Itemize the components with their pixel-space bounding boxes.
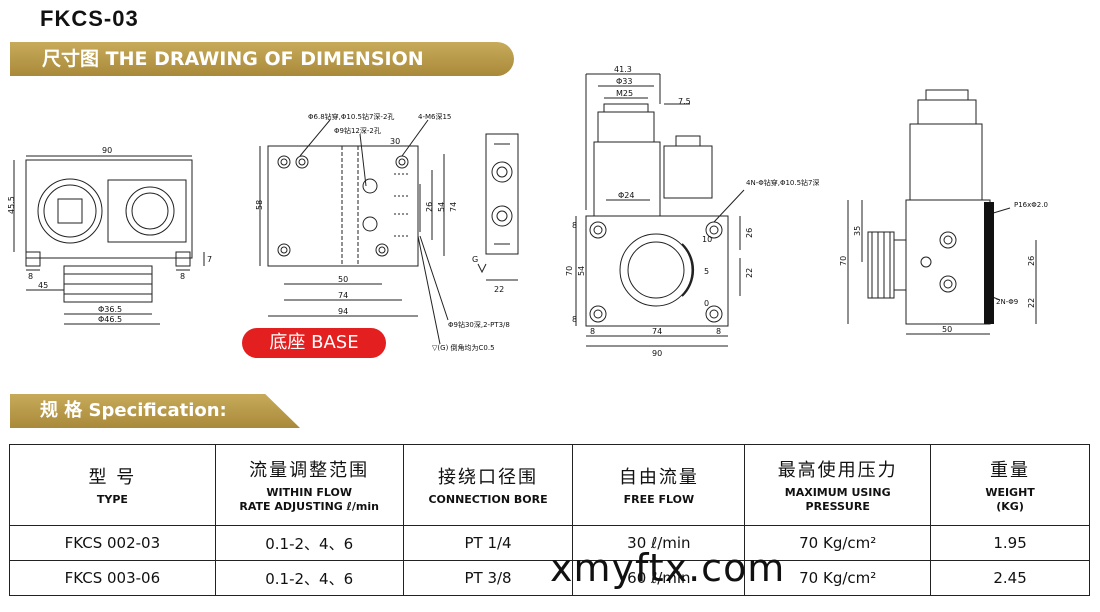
side-small-drawing — [477, 133, 519, 281]
valve-scale-0: 0 — [704, 299, 709, 308]
valve-dim-h54: 54 — [577, 266, 586, 276]
valve-dim-m25: M25 — [616, 89, 633, 98]
valve-scale-5: 5 — [704, 267, 709, 276]
valve-dim-b90: 90 — [652, 349, 662, 358]
valve-dim-b74: 74 — [652, 327, 662, 336]
base-dim-v26: 26 — [425, 202, 434, 212]
spec-banner: 规 格 Specification: — [10, 394, 300, 428]
base-note-drill2: Φ9钻12深-2孔 — [334, 126, 381, 135]
side-dim-r26: 26 — [1027, 256, 1036, 266]
dimension-banner: 尺寸图 THE DRAWING OF DIMENSION — [10, 42, 514, 76]
front-dim-right-gap: 7 — [207, 255, 212, 264]
front-dim-dia-outer: Φ46.5 — [98, 315, 122, 324]
cell-connection-bore: PT 3/8 — [402, 560, 574, 596]
valve-dim-b8b: 8 — [716, 327, 721, 336]
cell-flow-range: 0.1-2、4、6 — [214, 560, 404, 596]
cell-type: FKCS 002-03 — [9, 525, 216, 561]
dimension-drawings: 90 45.5 8 8 45 7 Φ36.5 Φ46.5 — [7, 65, 1048, 358]
base-dim-v74: 74 — [449, 202, 458, 212]
valve-dim-d24: Φ24 — [618, 191, 634, 200]
cell-type: FKCS 003-06 — [9, 560, 216, 596]
cell-connection-bore: PT 1/4 — [402, 525, 574, 561]
cell-weight: 1.95 — [930, 525, 1090, 561]
side-small-width: 22 — [494, 285, 504, 294]
base-dim-height-58: 58 — [255, 200, 264, 210]
cell-max-pressure: 70 Kg/cm² — [744, 525, 932, 561]
valve-dim-r22: 22 — [745, 268, 754, 278]
valve-dim-d33: Φ33 — [616, 77, 632, 86]
front-dim-width: 90 — [102, 146, 112, 155]
valve-dim-7-5: 7.5 — [678, 97, 691, 106]
base-note-bottom2: ▽(G) 倒角均为C0.5 — [432, 343, 495, 352]
table-row: FKCS 003-06 0.1-2、4、6 PT 3/8 60 ℓ/min 70… — [9, 560, 1090, 596]
base-note-bottom1: Φ9钻30深,2-PT3/8 — [448, 320, 510, 329]
base-note-tap: 4-M6深15 — [418, 112, 451, 121]
side-dim-h70: 70 — [839, 256, 848, 266]
side-dim-w50: 50 — [942, 325, 952, 334]
base-dim-w94: 94 — [338, 307, 348, 316]
front-view-drawing — [13, 155, 205, 325]
valve-note-holes: 4N-Φ钻穿,Φ10.5钻7深 — [746, 178, 820, 187]
front-dim-inlet-offset: 45 — [38, 281, 48, 290]
col-connection-bore: 接绕口径围 CONNECTION BORE — [402, 444, 574, 526]
base-dim-top-30: 30 — [390, 137, 400, 146]
col-max-pressure: 最高使用压力 MAXIMUM USING PRESSURE — [744, 444, 932, 526]
valve-dim-b8a: 8 — [590, 327, 595, 336]
side-dim-p16: P16xΦ2.0 — [1014, 201, 1048, 209]
valve-front-drawing — [575, 73, 745, 347]
front-dim-left-foot: 8 — [28, 272, 33, 281]
valve-dim-h8a: 8 — [572, 221, 577, 230]
cell-free-flow: 30 ℓ/min — [572, 525, 746, 561]
side-dim-nd9: 2N-Φ9 — [996, 298, 1018, 306]
base-badge: 底座 BASE — [242, 328, 386, 358]
base-dim-w50: 50 — [338, 275, 348, 284]
base-note-drill1: Φ6.8钻穿,Φ10.5钻7深-2孔 — [308, 112, 394, 121]
watermark: xmyftx.com — [550, 546, 786, 590]
model-title: FKCS-03 — [40, 6, 139, 31]
table-row: FKCS 002-03 0.1-2、4、6 PT 1/4 30 ℓ/min 70… — [9, 525, 1090, 561]
spec-header-row: 型 号 TYPE 流量调整范围 WITHIN FLOW RATE ADJUSTI… — [9, 444, 1090, 526]
valve-dim-41-3: 41.3 — [614, 65, 632, 74]
col-free-flow: 自由流量 FREE FLOW — [572, 444, 746, 526]
col-flow-range: 流量调整范围 WITHIN FLOW RATE ADJUSTING ℓ/min — [214, 444, 404, 526]
base-dim-v54: 54 — [437, 202, 446, 212]
front-dim-dia-inner: Φ36.5 — [98, 305, 122, 314]
front-dim-height: 45.5 — [7, 196, 16, 214]
side-dim-h35: 35 — [853, 226, 862, 236]
base-dim-w74: 74 — [338, 291, 348, 300]
side-dim-r22: 22 — [1027, 298, 1036, 308]
base-plate-drawing — [259, 119, 449, 345]
cell-max-pressure: 70 Kg/cm² — [744, 560, 932, 596]
valve-side-hatch — [984, 202, 994, 324]
valve-dim-r26: 26 — [745, 228, 754, 238]
spec-table: 型 号 TYPE 流量调整范围 WITHIN FLOW RATE ADJUSTI… — [9, 444, 1090, 596]
valve-dim-h8b: 8 — [572, 315, 577, 324]
cell-weight: 2.45 — [930, 560, 1090, 596]
col-type: 型 号 TYPE — [9, 444, 216, 526]
cell-free-flow: 60 ℓ/min — [572, 560, 746, 596]
cell-flow-range: 0.1-2、4、6 — [214, 525, 404, 561]
valve-scale-10: 10 — [702, 235, 712, 244]
side-small-g: G — [472, 255, 478, 264]
valve-dim-h70: 70 — [565, 266, 574, 276]
col-weight: 重量 WEIGHT (KG) — [930, 444, 1090, 526]
front-dim-right-foot: 8 — [180, 272, 185, 281]
